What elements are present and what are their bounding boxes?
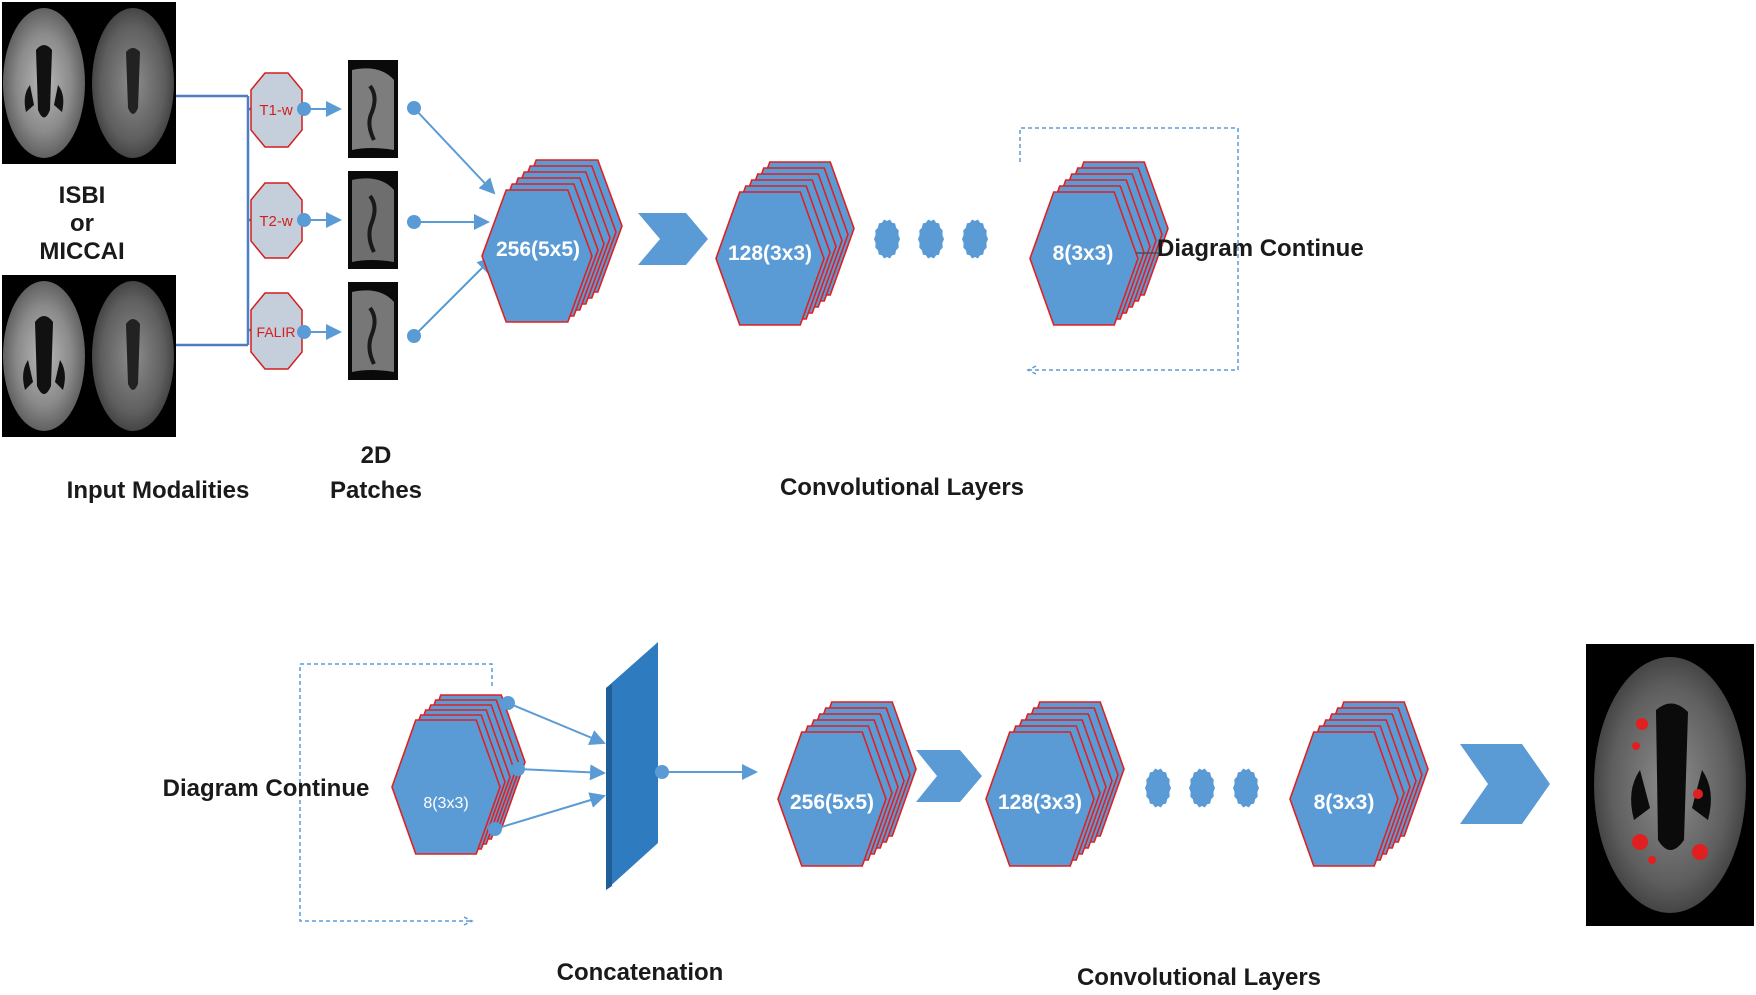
conv-layer-8-bottom [1289,701,1429,867]
dataset-label-line2: or [70,210,94,237]
patches-label-line2: Patches [330,477,422,504]
continue-bracket-top [1019,127,1239,375]
input-connectors [176,94,256,347]
patch-t1 [348,60,398,158]
ellipsis-dots-top [874,219,988,259]
feature-map-slice [481,189,593,323]
ellipsis-dots-bottom [1145,768,1259,808]
feature-map-slice [985,731,1095,867]
modality-t1-label: T1-w [259,102,293,119]
modality-falir: FALIR [250,292,303,370]
conv-layer-256-bottom [777,701,917,867]
patch-t2 [348,171,398,269]
ellipsis-dot [962,219,988,259]
modality-t1: T1-w [250,72,303,148]
ellipsis-dot [918,219,944,259]
patch-falir [348,282,398,380]
diagram-continue-top-label: Diagram Continue [1157,235,1364,262]
ellipsis-dot [1145,768,1171,808]
conv-layer-256-top [481,159,623,323]
ellipsis-dot [1233,768,1259,808]
conv-layer-128-top-label: 128(3x3) [728,242,812,265]
conv-layers-bottom-label: Convolutional Layers [1077,964,1321,991]
flow-chevron [638,213,708,265]
output-segmentation-image [1586,644,1754,926]
feature-map-slice [1029,191,1139,326]
conv-layer-8-top-label: 8(3x3) [1053,242,1114,265]
mri-image-bottom [2,275,176,437]
mri-image-top [2,2,176,164]
modality-falir-label: FALIR [257,324,296,340]
dataset-label-line1: ISBI [59,182,106,209]
diagram-continue-bottom-label: Diagram Continue [163,775,370,802]
conv-layer-256-top-label: 256(5x5) [496,238,580,261]
conv-layers-top-label: Convolutional Layers [780,474,1024,501]
modality-t2: T2-w [250,182,303,259]
conv-layer-128-bottom [985,701,1125,867]
ellipsis-dot [1189,768,1215,808]
feature-map-slice [1289,731,1399,867]
conv-layer-8-bottom-label: 8(3x3) [1314,791,1375,814]
flow-chevron [916,750,982,802]
feature-map-slice [777,731,887,867]
feature-map-slice [715,191,825,326]
concatenation-label: Concatenation [557,959,724,986]
modality-t2-label: T2-w [259,213,293,230]
conv-layer-256-bottom-label: 256(5x5) [790,791,874,814]
conv-layer-8-top [1029,161,1169,326]
feature-map-slice [391,719,501,855]
input-modalities-label: Input Modalities [67,477,250,504]
lesion-markers [1632,718,1708,864]
dataset-label-line3: MICCAI [39,238,124,265]
flow-chevron-output [1460,744,1550,824]
ellipsis-dot [874,219,900,259]
conv-layer-128-bottom-label: 128(3x3) [998,791,1082,814]
conv-layer-8-bottom-input [391,694,526,855]
continue-bracket-bottom [299,663,493,926]
patches-label-line1: 2D [361,442,392,469]
conv-layer-8-bottom-input-label: 8(3x3) [423,795,468,812]
conv-layer-128-top [715,161,855,326]
concatenation-block [606,642,658,890]
